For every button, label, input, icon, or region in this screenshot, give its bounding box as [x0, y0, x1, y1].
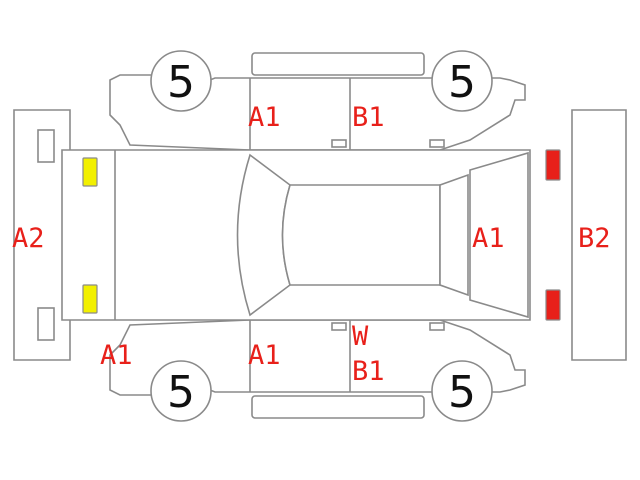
tire-front-right-value: 5 [167, 367, 195, 418]
tire-front-left-value: 5 [167, 57, 195, 108]
roof-rail-bottom [251, 395, 425, 419]
tire-rear-left-value: 5 [448, 57, 476, 108]
headlight-left-indicator [82, 157, 98, 187]
taillight-left-indicator [545, 149, 561, 181]
roof-rail-top [251, 52, 425, 76]
code-upper-front-door: A1 [248, 102, 281, 133]
upper-door-handle-rear [429, 139, 445, 148]
front-bumper-right-clip [37, 307, 55, 341]
front-bumper [13, 109, 71, 361]
code-rear-bumper: B2 [578, 223, 611, 254]
code-rear-gate: A1 [472, 223, 505, 254]
tire-rear-right: 5 [431, 360, 493, 422]
code-lower-rear-door-marker: W [352, 321, 369, 352]
front-bumper-left-clip [37, 129, 55, 163]
code-upper-rear-door: B1 [352, 102, 385, 133]
roof [281, 184, 441, 286]
tire-front-left: 5 [150, 50, 212, 112]
taillight-right-indicator [545, 289, 561, 321]
tire-rear-right-value: 5 [448, 367, 476, 418]
tailgate [469, 151, 529, 319]
rear-window [439, 173, 469, 297]
headlight-right-indicator [82, 284, 98, 314]
upper-door-handle-front [331, 139, 347, 148]
code-lower-front-fender: A1 [100, 340, 133, 371]
lower-door-handle-rear [429, 322, 445, 331]
rear-bumper [571, 109, 627, 361]
code-lower-rear-door: B1 [352, 356, 385, 387]
tire-rear-left: 5 [431, 50, 493, 112]
code-front-bumper: A2 [12, 223, 45, 254]
tire-front-right: 5 [150, 360, 212, 422]
lower-door-handle-front [331, 322, 347, 331]
code-lower-front-door: A1 [248, 340, 281, 371]
